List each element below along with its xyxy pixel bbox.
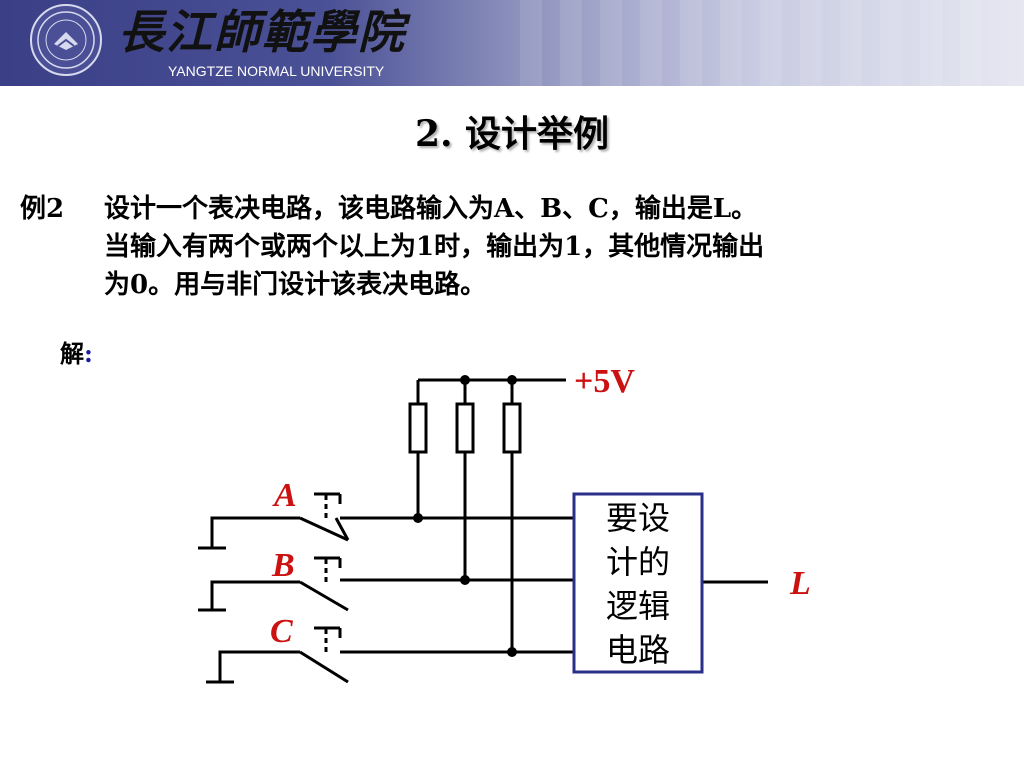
switch-b-ground-lead [210, 580, 300, 610]
header-stripe [640, 0, 662, 86]
switch-a-contact [334, 517, 350, 541]
solution-label: 解: [60, 336, 93, 372]
pullup-resistor-a [408, 402, 428, 454]
header-stripe [920, 0, 942, 86]
junction-dot [413, 513, 423, 523]
switch-b-blade [299, 580, 349, 612]
example-line: 为0。用与非门设计该表决电路。 [104, 270, 487, 300]
junction-dot [507, 647, 517, 657]
header-stripe [840, 0, 862, 86]
header-stripe [680, 0, 702, 86]
junction-dot [507, 375, 517, 385]
pullup-resistor-b [455, 402, 475, 454]
logic-box-line: 计的 [605, 543, 670, 581]
junction-dot [460, 375, 470, 385]
header-banner: 長江師範學院 YANGTZE NORMAL UNIVERSITY [0, 0, 1024, 86]
example-text: 设计一个表决电路，该电路输入为A、B、C，输出是L。 当输入有两个或两个以上为1… [104, 190, 964, 304]
header-stripe [560, 0, 582, 86]
example-line: 设计一个表决电路，该电路输入为A、B、C，输出是L。 [104, 194, 758, 224]
input-label-b: B [272, 547, 295, 584]
junction-dot [460, 575, 470, 585]
input-label-a: A [274, 477, 297, 514]
header-stripe [880, 0, 902, 86]
example-label: 例2 [20, 194, 65, 224]
solution-text: 解 [60, 339, 84, 368]
header-stripe [720, 0, 742, 86]
output-label-l: L [790, 565, 811, 602]
switch-a-ground-lead [210, 516, 300, 548]
input-label-c: C [270, 613, 293, 650]
switch-a-blade [299, 516, 349, 542]
supply-voltage-label: +5V [574, 363, 635, 400]
header-stripe [800, 0, 822, 86]
school-name-en: YANGTZE NORMAL UNIVERSITY [168, 63, 385, 79]
logic-box-line: 逻辑 [605, 587, 670, 625]
switch-c-ground-lead [218, 650, 300, 682]
switch-c-blade [299, 650, 349, 684]
logic-box-line: 电路 [605, 631, 670, 669]
school-name-cn: 長江師範學院 [118, 5, 406, 59]
logic-box-line: 要设 [605, 499, 670, 537]
pullup-resistor-c [502, 402, 522, 454]
logic-box-label: 要设 计的 逻辑 电路 [576, 494, 700, 670]
header-stripe [520, 0, 542, 86]
slide-title: 2. 设计举例 [414, 113, 610, 155]
solution-colon: : [84, 339, 93, 368]
example-line: 当输入有两个或两个以上为1时，输出为1，其他情况输出 [104, 232, 765, 262]
header-stripe [760, 0, 782, 86]
university-seal-icon [30, 4, 102, 76]
header-stripe [600, 0, 622, 86]
header-stripe [960, 0, 982, 86]
logic-box [572, 492, 704, 674]
